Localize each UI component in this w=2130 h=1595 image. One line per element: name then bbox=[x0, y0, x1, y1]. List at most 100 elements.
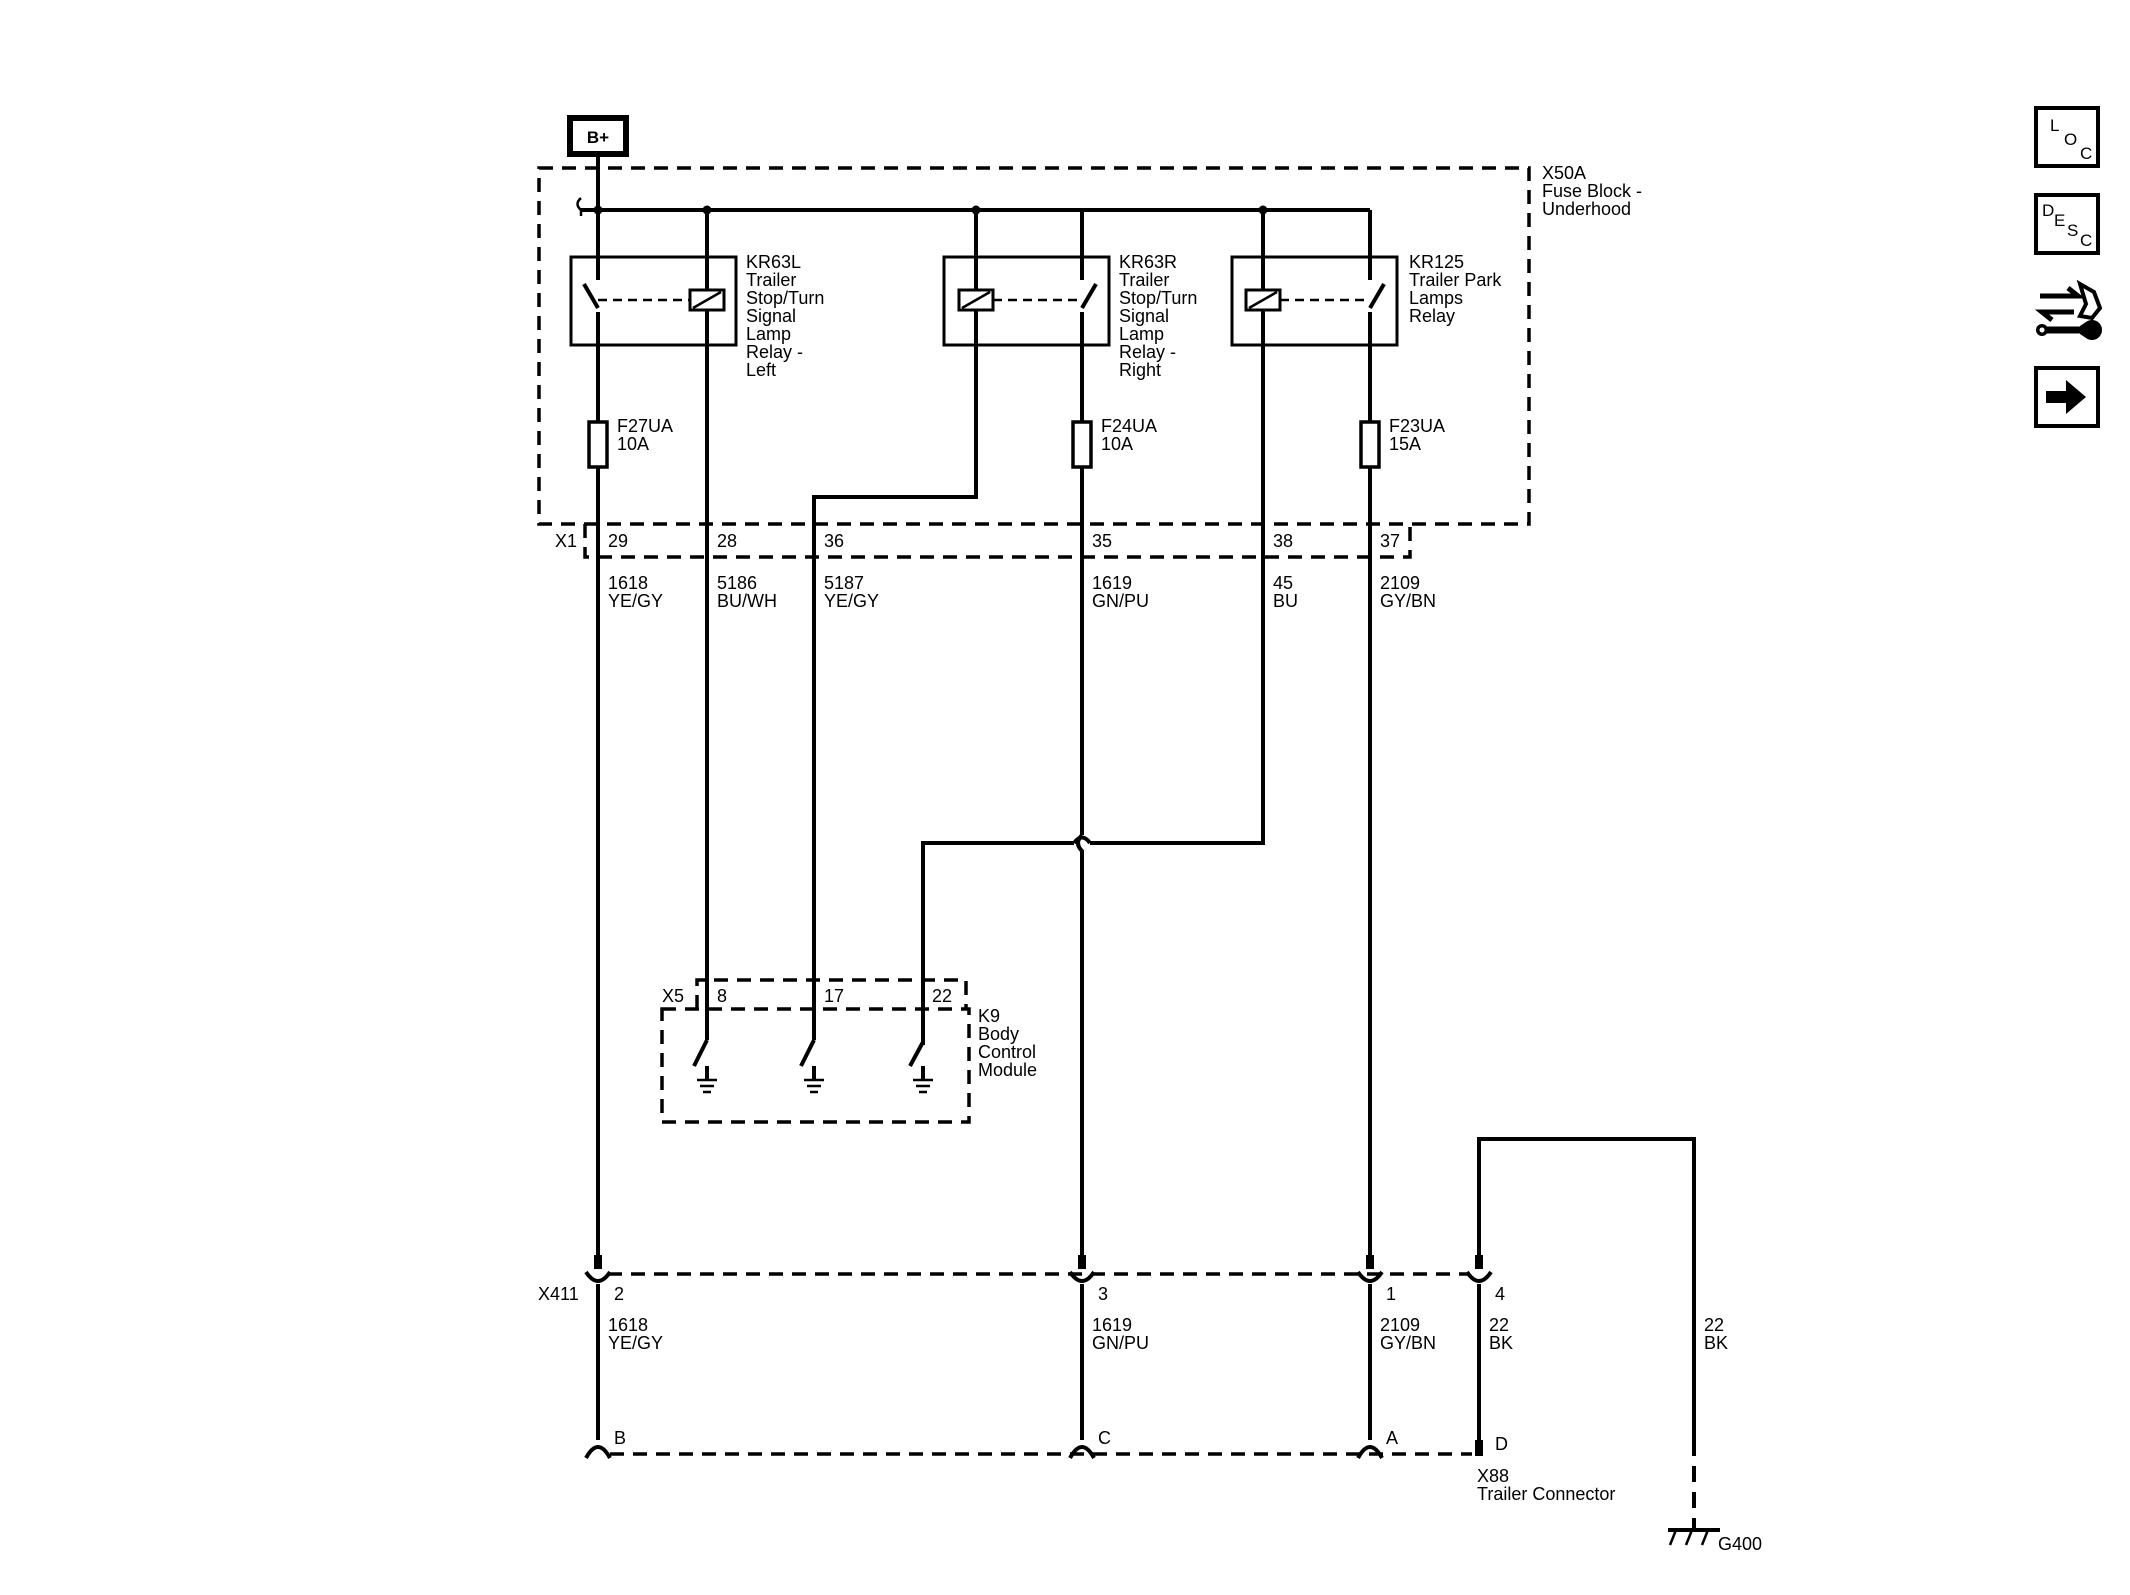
x88-pin-d: D bbox=[1495, 1434, 1508, 1454]
fuse-f27ua-id: F27UA bbox=[617, 416, 673, 436]
fuse-f27ua bbox=[587, 420, 609, 469]
chassis-ground-icon bbox=[1668, 1528, 1720, 1546]
relay-kr63l-desc-4: Lamp bbox=[746, 324, 791, 344]
x1-pin-28: 28 bbox=[717, 531, 737, 551]
relay-kr125-desc-2: Lamps bbox=[1409, 288, 1463, 308]
relay-kr125-desc-1: Trailer Park bbox=[1409, 270, 1502, 290]
x1-pin-38: 38 bbox=[1273, 531, 1293, 551]
location-letter-o: O bbox=[2064, 130, 2078, 149]
battery-positive-label: B+ bbox=[587, 128, 609, 147]
fuse-f23ua-rating: 15A bbox=[1389, 434, 1421, 454]
x411-circuit-1619-number: 1619 bbox=[1092, 1315, 1132, 1335]
description-letter-e: E bbox=[2054, 211, 2066, 230]
fuse-f23ua-id: F23UA bbox=[1389, 416, 1445, 436]
battery-positive-source: B+ bbox=[567, 115, 629, 157]
diagnostic-tools-icon[interactable] bbox=[2034, 278, 2102, 344]
fuse-f23ua bbox=[1359, 420, 1381, 469]
wire-1619-crossover bbox=[1076, 833, 1084, 1262]
bcm-name-3: Module bbox=[978, 1060, 1037, 1080]
fuse-block-name-line2: Underhood bbox=[1542, 199, 1631, 219]
fuse-block-boundary bbox=[537, 166, 1531, 526]
relay-kr63l-desc-1: Trailer bbox=[746, 270, 796, 290]
relay-kr125-id: KR125 bbox=[1409, 252, 1464, 272]
fuse-block-name-line1: Fuse Block - bbox=[1542, 181, 1642, 201]
relay-kr63r-desc-4: Lamp bbox=[1119, 324, 1164, 344]
x411-circuit-2109-number: 2109 bbox=[1380, 1315, 1420, 1335]
x88-connector-id: X88 bbox=[1477, 1466, 1509, 1486]
x88-terminals bbox=[584, 1440, 1483, 1460]
bcm-x5-connector-outline bbox=[695, 978, 968, 1009]
ground-wire-22 bbox=[1477, 1137, 1696, 1440]
bcm-low-side-switch-8 bbox=[692, 1000, 717, 1094]
x411-pin-1: 1 bbox=[1386, 1284, 1396, 1304]
description-button[interactable]: D E S C bbox=[2034, 193, 2100, 255]
relay-kr63l bbox=[569, 210, 738, 1000]
location-button[interactable]: L O C bbox=[2034, 106, 2100, 168]
next-page-button[interactable] bbox=[2034, 366, 2100, 428]
fuse-f24ua-id: F24UA bbox=[1101, 416, 1157, 436]
bcm-pin-8: 8 bbox=[717, 986, 727, 1006]
x88-connector-name: Trailer Connector bbox=[1477, 1484, 1615, 1504]
location-letter-c: C bbox=[2080, 144, 2093, 163]
relay-kr63l-desc-2: Stop/Turn bbox=[746, 288, 824, 308]
x411-circuit-1618-color: YE/GY bbox=[608, 1333, 663, 1353]
relay-kr63r-desc-1: Trailer bbox=[1119, 270, 1169, 290]
relay-kr63r-desc-2: Stop/Turn bbox=[1119, 288, 1197, 308]
x1-pin-35: 35 bbox=[1092, 531, 1112, 551]
x88-pin-a: A bbox=[1386, 1428, 1398, 1448]
relay-kr63r-desc-6: Right bbox=[1119, 360, 1161, 380]
description-letter-s: S bbox=[2067, 221, 2079, 240]
fuse-f24ua-rating: 10A bbox=[1101, 434, 1133, 454]
circuit-1619-color: GN/PU bbox=[1092, 591, 1149, 611]
location-letter-l: L bbox=[2050, 116, 2060, 135]
relay-kr63l-id: KR63L bbox=[746, 252, 801, 272]
circuit-1618-number: 1618 bbox=[608, 573, 648, 593]
x411-pin-2: 2 bbox=[614, 1284, 624, 1304]
circuit-1618-color: YE/GY bbox=[608, 591, 663, 611]
ground-wire-color: BK bbox=[1704, 1333, 1728, 1353]
relay-kr63l-desc-5: Relay - bbox=[746, 342, 803, 362]
x411-pin-3: 3 bbox=[1098, 1284, 1108, 1304]
circuit-5186-color: BU/WH bbox=[717, 591, 777, 611]
x411-circuit-1618-number: 1618 bbox=[608, 1315, 648, 1335]
circuit-45-color: BU bbox=[1273, 591, 1298, 611]
circuit-5186-number: 5186 bbox=[717, 573, 757, 593]
bcm-connector-label: X5 bbox=[662, 986, 684, 1006]
x411-circuit-2109-color: GY/BN bbox=[1380, 1333, 1436, 1353]
circuit-1619-number: 1619 bbox=[1092, 573, 1132, 593]
circuit-2109-number: 2109 bbox=[1380, 573, 1420, 593]
relay-kr63l-desc-3: Signal bbox=[746, 306, 796, 326]
x411-connector-label: X411 bbox=[538, 1284, 579, 1304]
x411-terminals bbox=[584, 1255, 1493, 1283]
relay-kr63r-id: KR63R bbox=[1119, 252, 1177, 272]
x88-pin-b: B bbox=[614, 1428, 626, 1448]
bcm-low-side-switch-22 bbox=[908, 1040, 933, 1094]
bcm-pin-17: 17 bbox=[824, 986, 844, 1006]
bcm-id: K9 bbox=[978, 1006, 1000, 1026]
bcm-name-2: Control bbox=[978, 1042, 1036, 1062]
x1-pin-29: 29 bbox=[608, 531, 628, 551]
circuit-5187-number: 5187 bbox=[824, 573, 864, 593]
bcm-low-side-switch-17 bbox=[799, 1035, 824, 1094]
relay-kr63r-desc-3: Signal bbox=[1119, 306, 1169, 326]
arrow-right-icon bbox=[2046, 380, 2086, 414]
description-letter-c: C bbox=[2080, 231, 2093, 250]
x411-circuit-1619-color: GN/PU bbox=[1092, 1333, 1149, 1353]
bcm-name-1: Body bbox=[978, 1024, 1019, 1044]
bcm-pin-22: 22 bbox=[932, 986, 952, 1006]
relay-kr63r-desc-5: Relay - bbox=[1119, 342, 1176, 362]
x1-connector-label: X1 bbox=[555, 531, 577, 551]
bcm-boundary bbox=[660, 1007, 971, 1124]
fuse-block-id: X50A bbox=[1542, 163, 1586, 183]
x1-pin-37: 37 bbox=[1380, 531, 1400, 551]
circuit-2109-color: GY/BN bbox=[1380, 591, 1436, 611]
x411-pin-4: 4 bbox=[1495, 1284, 1505, 1304]
circuit-45-number: 45 bbox=[1273, 573, 1293, 593]
fuse-f24ua bbox=[1071, 420, 1093, 469]
relay-kr63r bbox=[812, 210, 1111, 1040]
fuse-f27ua-rating: 10A bbox=[617, 434, 649, 454]
description-letter-d: D bbox=[2042, 201, 2055, 220]
x88-pin-c: C bbox=[1098, 1428, 1111, 1448]
circuit-5187-color: YE/GY bbox=[824, 591, 879, 611]
